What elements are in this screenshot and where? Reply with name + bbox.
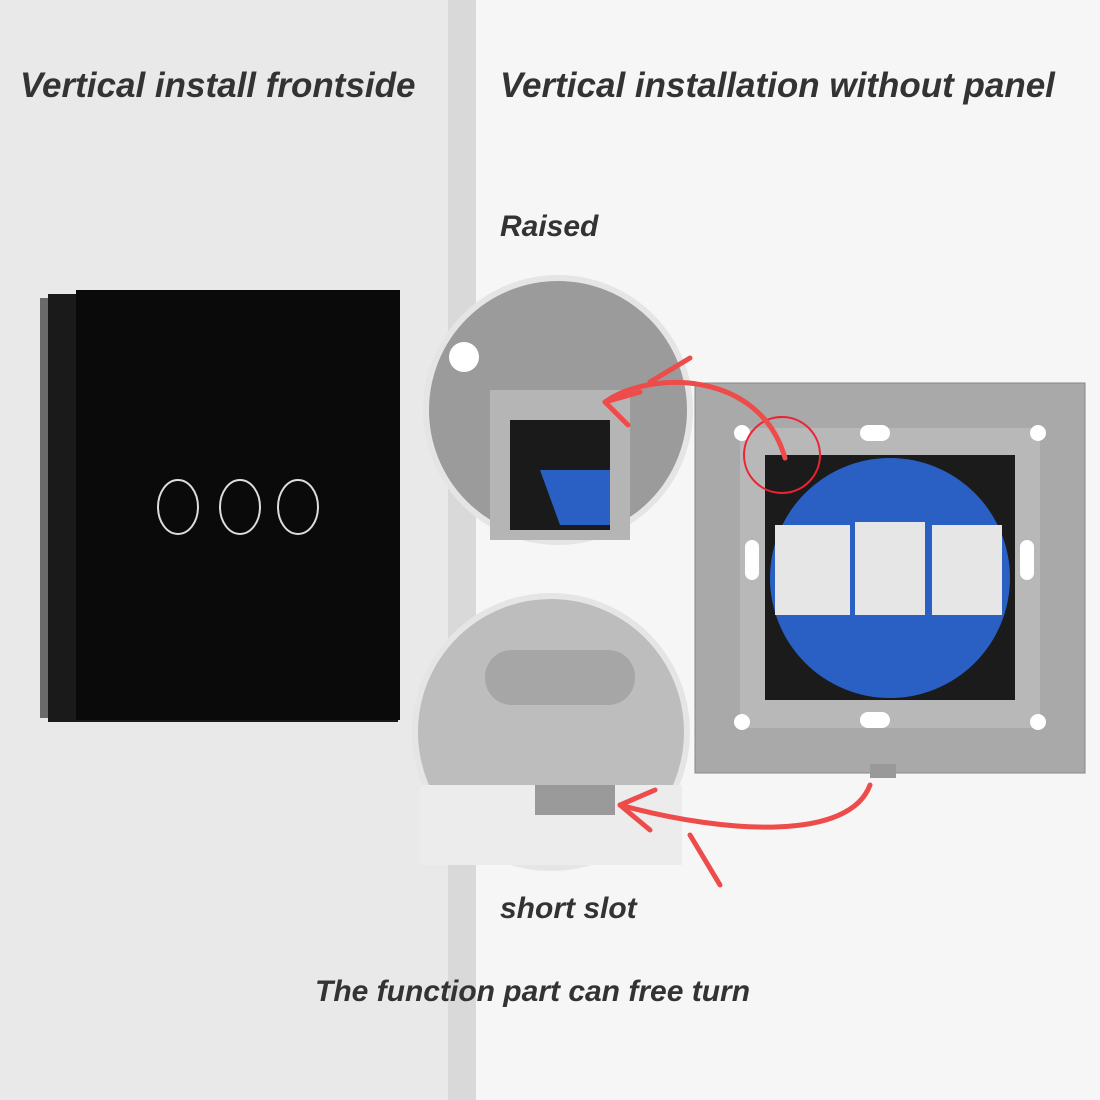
switch-frame xyxy=(694,382,1086,778)
glass-touch-switch xyxy=(40,290,400,722)
heading-left: Vertical install frontside xyxy=(20,66,416,105)
label-short-slot: short slot xyxy=(500,892,637,925)
caption: The function part can free turn xyxy=(315,975,751,1008)
label-raised: Raised xyxy=(500,210,599,243)
heading-right: Vertical installation without panel xyxy=(500,66,1055,105)
raised-detail-circle xyxy=(423,275,693,545)
touch-button-3 xyxy=(277,479,319,535)
divider-stripe xyxy=(448,0,476,1100)
arrows xyxy=(602,355,873,888)
slot-arrow xyxy=(617,782,873,830)
touch-button-1 xyxy=(157,479,199,535)
raised-arrow xyxy=(602,380,788,461)
touch-button-2 xyxy=(219,479,261,535)
